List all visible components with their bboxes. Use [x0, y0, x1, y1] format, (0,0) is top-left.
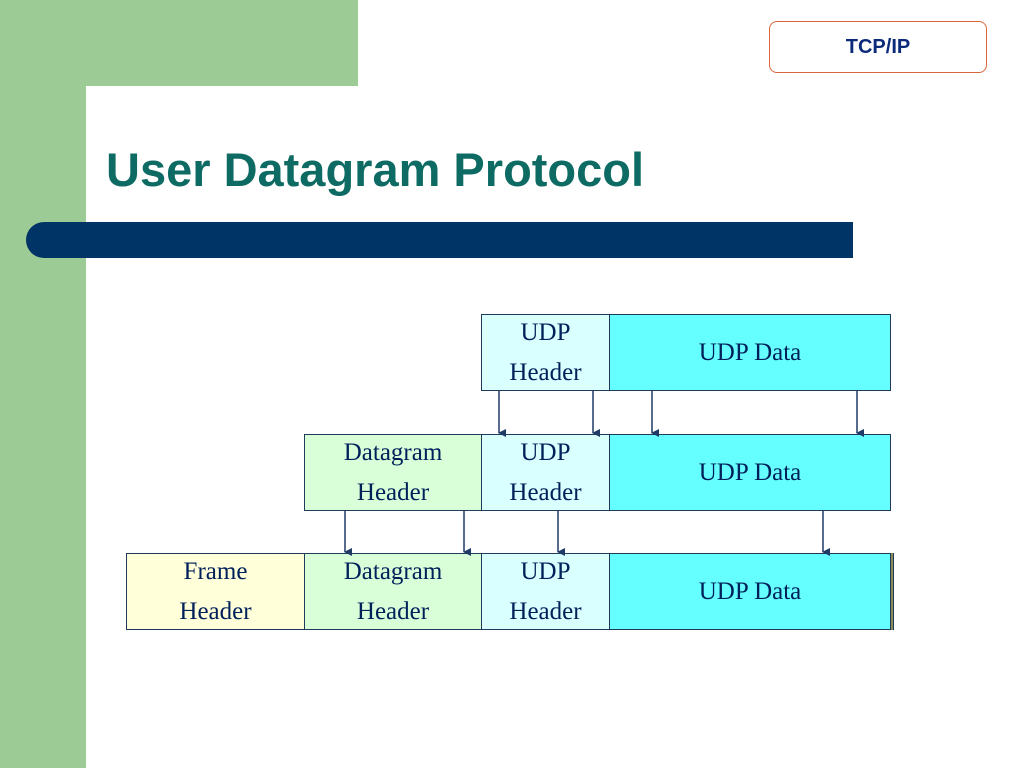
row2-datagram-header: Datagram Header	[304, 434, 482, 511]
content-panel	[86, 86, 1024, 768]
title-underline-bar	[26, 222, 853, 258]
section-tag: TCP/IP	[769, 21, 987, 73]
row1-udp-data: UDP Data	[609, 314, 891, 391]
row3-udp-header: UDP Header	[481, 553, 610, 630]
green-top-band	[0, 0, 358, 86]
slide-title: User Datagram Protocol	[106, 143, 645, 196]
row3-datagram-header: Datagram Header	[304, 553, 482, 630]
row1-udp-header: UDP Header	[481, 314, 610, 391]
row3-udp-data: UDP Data	[609, 553, 891, 630]
row3-frame-header: Frame Header	[126, 553, 305, 630]
row3-frame-trailer-edge	[890, 553, 894, 630]
row2-udp-data: UDP Data	[609, 434, 891, 511]
row2-udp-header: UDP Header	[481, 434, 610, 511]
green-side-band	[0, 0, 86, 768]
